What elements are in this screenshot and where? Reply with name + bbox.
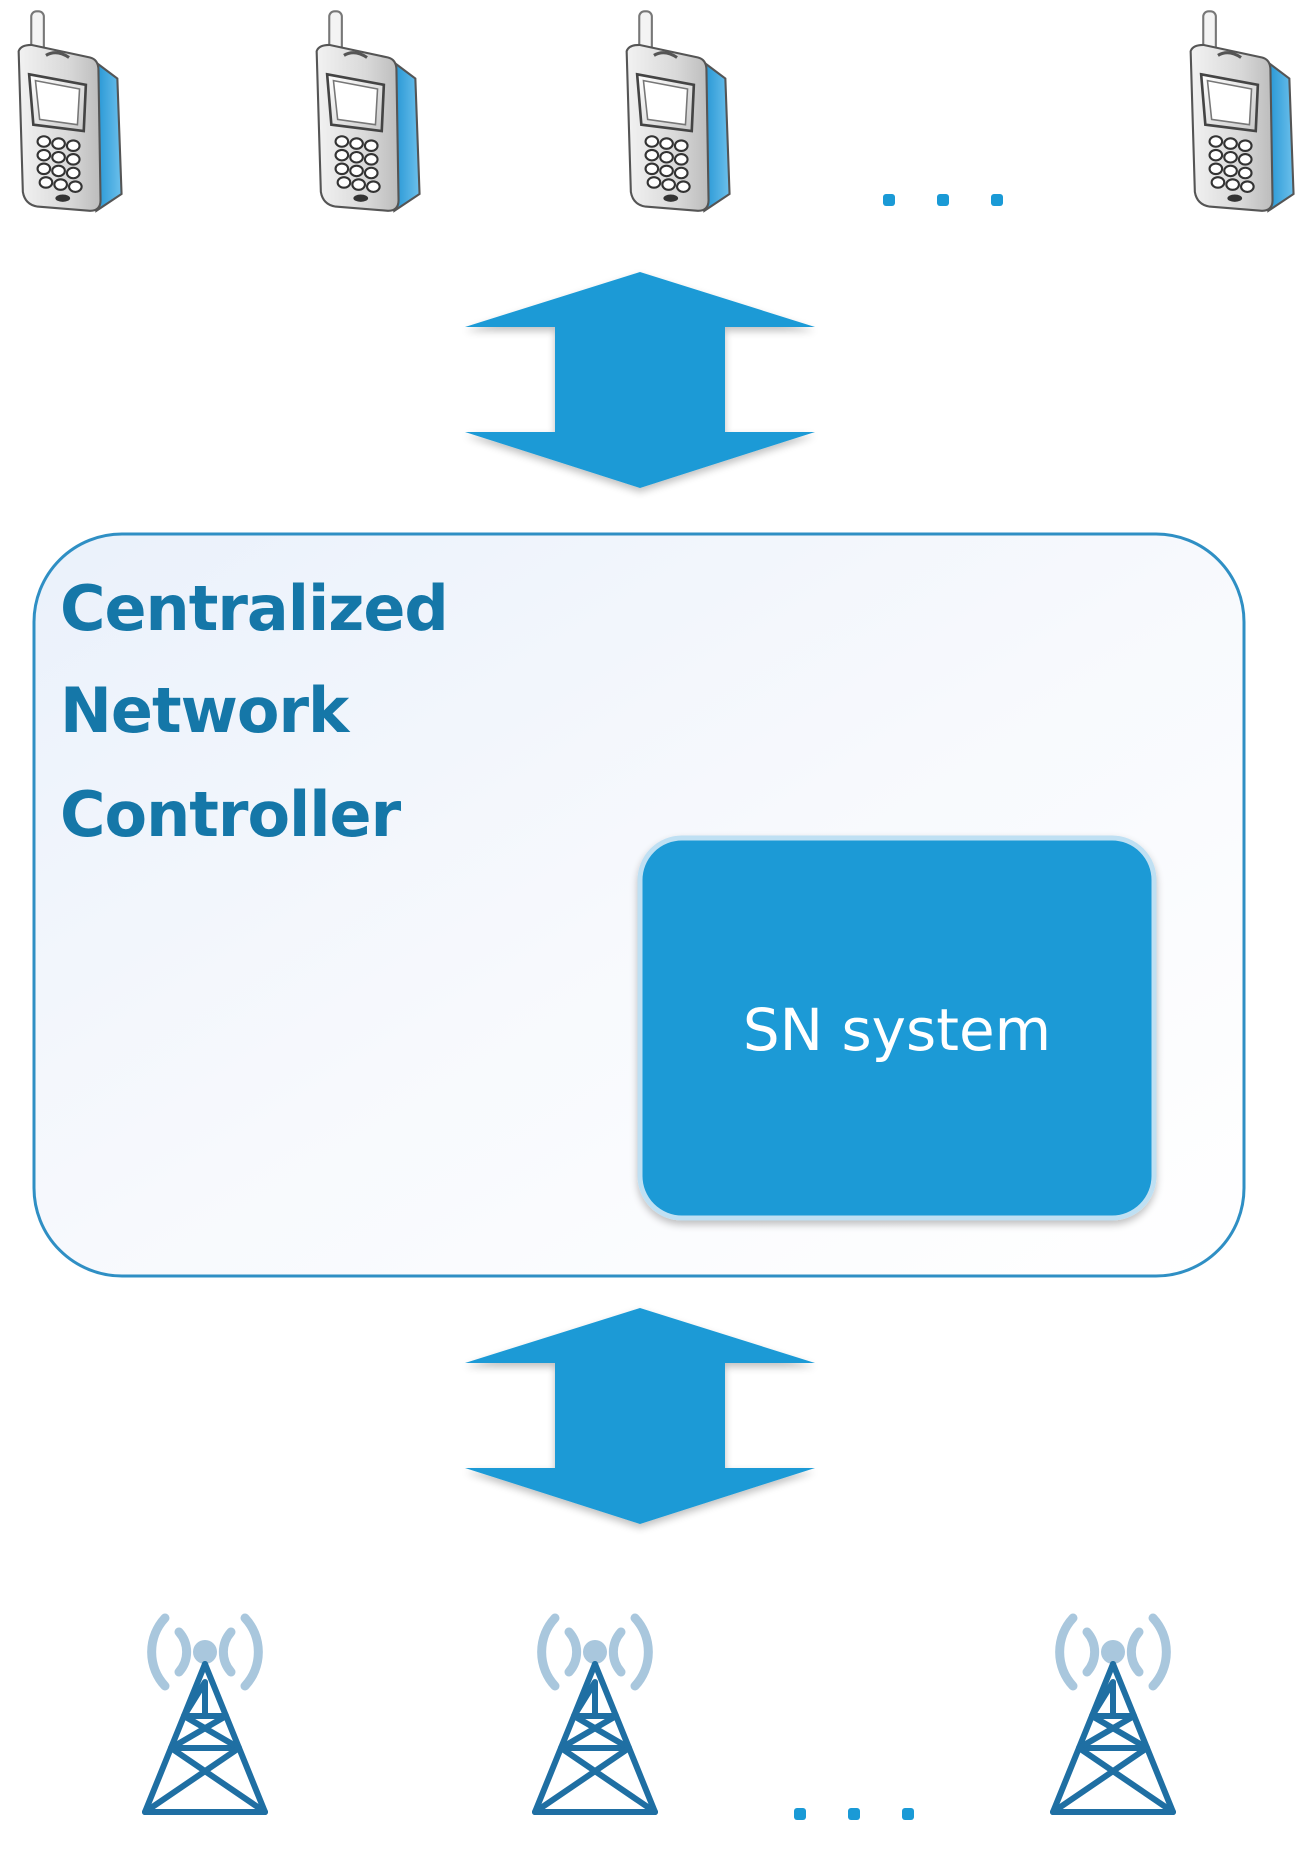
mobile-phone-icon <box>315 9 422 213</box>
double-arrow-icon <box>465 272 815 488</box>
mobile-phone-icon <box>17 9 124 213</box>
phone-row <box>17 9 1296 213</box>
mobile-phone-icon <box>625 9 732 213</box>
sn-system-box: SN system <box>637 835 1157 1221</box>
centralized-network-controller: Centralized Network Controller SN system <box>32 532 1246 1278</box>
controller-title-line-1: Centralized <box>60 572 448 645</box>
sn-system-label: SN system <box>743 996 1051 1064</box>
controller-title-line-2: Network <box>60 674 351 747</box>
controller-title-line-3: Controller <box>60 778 402 851</box>
cell-tower-icon <box>535 1618 655 1812</box>
cell-tower-icon <box>1053 1618 1173 1812</box>
ellipsis-icon <box>794 1808 914 1820</box>
cell-tower-icon <box>145 1618 265 1812</box>
ellipsis-icon <box>883 194 1003 206</box>
tower-row <box>145 1618 1173 1820</box>
mobile-phone-icon <box>1189 9 1296 213</box>
double-arrow-icon <box>465 1308 815 1524</box>
